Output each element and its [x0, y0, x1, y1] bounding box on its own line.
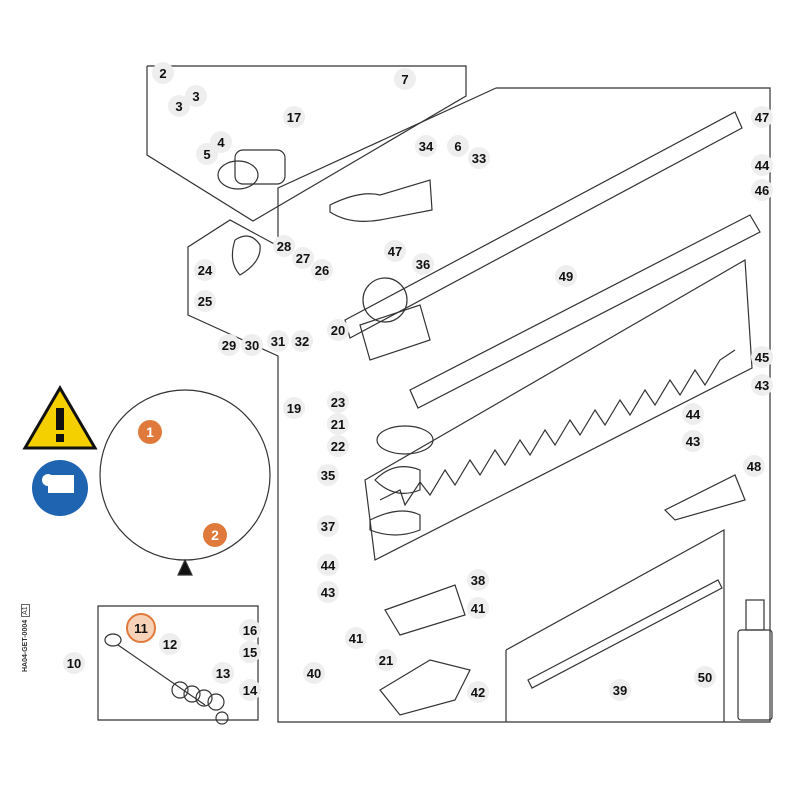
part-callout-16[interactable]: 16: [239, 619, 261, 641]
blade-guard: [663, 474, 746, 521]
blade-teeth: [379, 349, 736, 507]
part-callout-20[interactable]: 20: [327, 319, 349, 341]
part-callout-29[interactable]: 29: [218, 334, 240, 356]
part-callout-37[interactable]: 37: [317, 515, 339, 537]
part-callout-44[interactable]: 44: [751, 154, 773, 176]
part-callout-34[interactable]: 34: [415, 135, 437, 157]
part-callout-32[interactable]: 32: [291, 330, 313, 352]
part-callout-41[interactable]: 41: [345, 627, 367, 649]
part-callout-21[interactable]: 21: [327, 413, 349, 435]
detail-zoom-circle: [99, 389, 271, 561]
part-callout-19[interactable]: 19: [283, 397, 305, 419]
svg-text:2: 2: [211, 527, 219, 543]
part-callout-43[interactable]: 43: [751, 374, 773, 396]
svg-text:1: 1: [146, 424, 154, 440]
part-callout-44[interactable]: 44: [317, 554, 339, 576]
step-marker-2: 2: [203, 523, 227, 547]
part-callout-45[interactable]: 45: [751, 346, 773, 368]
part-callout-40[interactable]: 40: [303, 662, 325, 684]
drawing-reference-code: HA04-GET-0004A1: [21, 604, 30, 672]
part-callout-14[interactable]: 14: [239, 679, 261, 701]
part-callout-25[interactable]: 25: [194, 290, 216, 312]
part-callout-10[interactable]: 10: [63, 652, 85, 674]
part-callout-5[interactable]: 5: [196, 143, 218, 165]
part-callout-41[interactable]: 41: [467, 597, 489, 619]
part-callout-3[interactable]: 3: [185, 85, 207, 107]
part-callout-49[interactable]: 49: [555, 265, 577, 287]
part-callout-36[interactable]: 36: [412, 253, 434, 275]
part-callout-39[interactable]: 39: [609, 679, 631, 701]
part-callout-38[interactable]: 38: [467, 569, 489, 591]
part-callout-44[interactable]: 44: [682, 403, 704, 425]
part-callout-48[interactable]: 48: [743, 455, 765, 477]
part-callout-21[interactable]: 21: [375, 649, 397, 671]
part-callout-35[interactable]: 35: [317, 464, 339, 486]
part-callout-47[interactable]: 47: [751, 106, 773, 128]
lower-strip: [527, 579, 723, 689]
part-callout-26[interactable]: 26: [311, 259, 333, 281]
part-callout-43[interactable]: 43: [317, 581, 339, 603]
top-left-frame: [146, 65, 467, 222]
part-callout-12[interactable]: 12: [159, 633, 181, 655]
toothed-blade: [364, 258, 753, 561]
part-callout-24[interactable]: 24: [194, 259, 216, 281]
part-callout-47[interactable]: 47: [384, 240, 406, 262]
part-callout-6[interactable]: 6: [447, 135, 469, 157]
upper-blade: [409, 214, 761, 409]
part-callout-22[interactable]: 22: [327, 435, 349, 457]
part-callout-2[interactable]: 2: [152, 62, 174, 84]
part-callout-11[interactable]: 11: [126, 613, 156, 643]
bottom-strip-frame: [505, 528, 725, 722]
read-manual-icon: [32, 460, 88, 516]
part-callout-17[interactable]: 17: [283, 106, 305, 128]
part-callout-46[interactable]: 46: [751, 179, 773, 201]
part-callout-42[interactable]: 42: [467, 681, 489, 703]
main-frame: [187, 87, 771, 723]
part-callout-13[interactable]: 13: [212, 662, 234, 684]
part-callout-7[interactable]: 7: [394, 68, 416, 90]
part-callout-30[interactable]: 30: [241, 334, 263, 356]
part-callout-31[interactable]: 31: [267, 330, 289, 352]
part-callout-27[interactable]: 27: [292, 247, 314, 269]
gear-cover: [379, 659, 471, 716]
part-callout-15[interactable]: 15: [239, 641, 261, 663]
gear-housing: [359, 304, 431, 361]
inset-frame: [97, 605, 259, 721]
warning-triangle-icon: [22, 385, 98, 450]
part-callout-23[interactable]: 23: [327, 391, 349, 413]
part-callout-33[interactable]: 33: [468, 147, 490, 169]
part-callout-43[interactable]: 43: [682, 430, 704, 452]
part-callout-50[interactable]: 50: [694, 666, 716, 688]
part-callout-3[interactable]: 3: [168, 95, 190, 117]
part-callout-28[interactable]: 28: [273, 235, 295, 257]
gear-bar: [344, 111, 743, 339]
step-marker-1: 1: [138, 420, 162, 444]
